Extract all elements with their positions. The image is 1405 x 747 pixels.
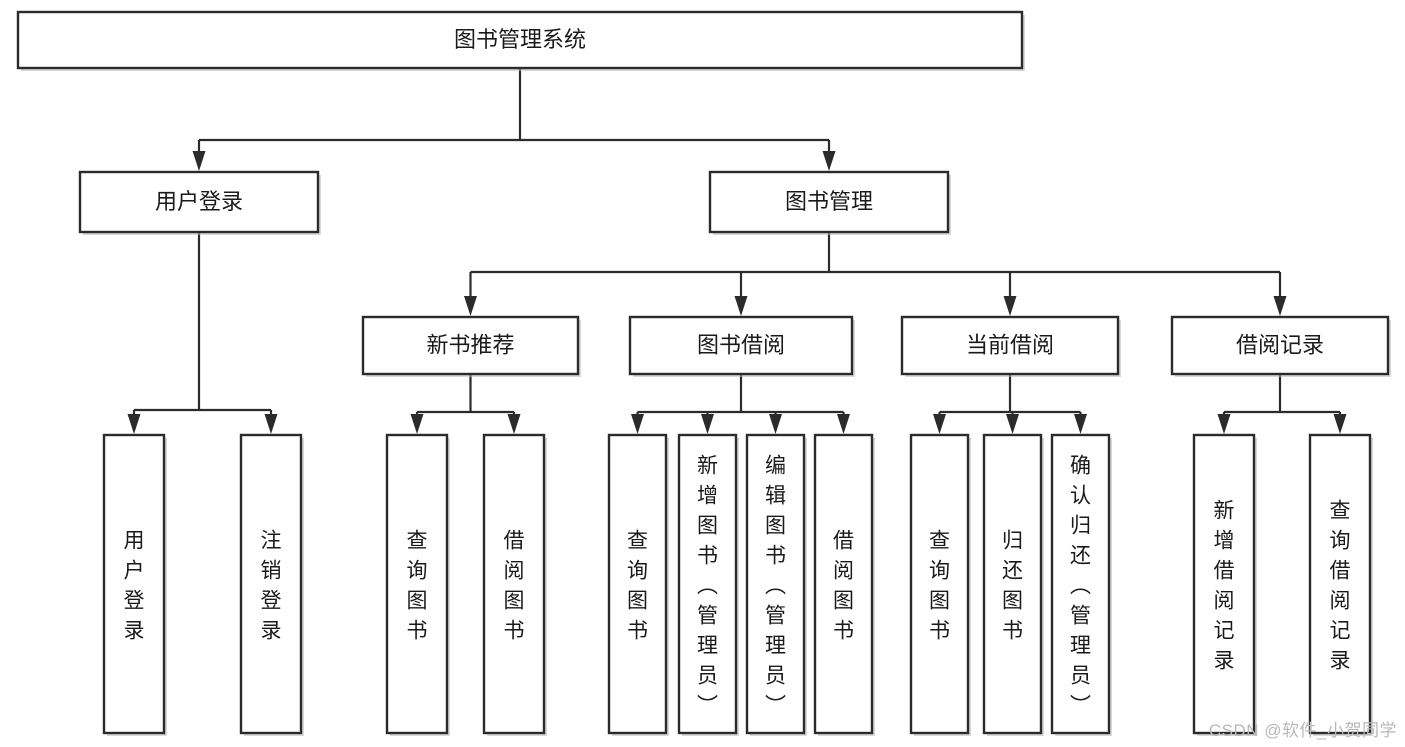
node-label: 借阅图书 xyxy=(504,529,525,642)
node-label: 查询借阅记录 xyxy=(1330,499,1351,672)
node-label: 用户登录 xyxy=(124,529,145,642)
connector-layer xyxy=(127,68,1347,434)
node-label: 查询图书 xyxy=(627,529,648,642)
node-label: 图书借阅 xyxy=(697,332,785,357)
node-leaf-borrow-book-2[interactable]: 借阅图书 xyxy=(813,433,875,736)
node-new-book-rec[interactable]: 新书推荐 xyxy=(361,315,581,377)
node-label: 当前借阅 xyxy=(966,332,1054,357)
node-rect[interactable] xyxy=(677,433,738,735)
node-rect[interactable] xyxy=(361,315,580,376)
node-label: 新增图书︵管理员︶ xyxy=(697,454,718,717)
node-leaf-user-login[interactable]: 用户登录 xyxy=(102,433,167,736)
node-leaf-query-record[interactable]: 查询借阅记录 xyxy=(1308,433,1373,736)
node-rect[interactable] xyxy=(909,433,970,735)
node-rect[interactable] xyxy=(813,433,874,735)
node-leaf-query-book-2[interactable]: 查询图书 xyxy=(607,433,669,736)
node-label: 归还图书 xyxy=(1002,529,1023,642)
node-label: 借阅记录 xyxy=(1236,332,1324,357)
node-current-borrow[interactable]: 当前借阅 xyxy=(900,315,1121,377)
node-leaf-add-record[interactable]: 新增借阅记录 xyxy=(1192,433,1257,736)
node-layer: 图书管理系统用户登录图书管理新书推荐图书借阅当前借阅借阅记录用户登录注销登录查询… xyxy=(16,10,1391,736)
node-rect[interactable] xyxy=(16,10,1024,70)
node-rect[interactable] xyxy=(708,170,950,234)
node-label: 注销登录 xyxy=(261,529,282,642)
node-rect[interactable] xyxy=(982,433,1043,735)
node-book-manage[interactable]: 图书管理 xyxy=(708,170,951,235)
node-label: 用户登录 xyxy=(155,189,243,214)
node-label: 借阅图书 xyxy=(833,529,854,642)
watermark-label: CSDN @软件_小贺同学 xyxy=(1208,721,1397,740)
node-book-borrow[interactable]: 图书借阅 xyxy=(628,315,855,377)
node-label: 新书推荐 xyxy=(426,332,514,357)
node-leaf-confirm-return[interactable]: 确认归还︵管理员︶ xyxy=(1050,433,1112,736)
node-leaf-add-book[interactable]: 新增图书︵管理员︶ xyxy=(677,433,739,736)
node-rect[interactable] xyxy=(482,433,546,735)
node-rect[interactable] xyxy=(607,433,668,735)
node-rect[interactable] xyxy=(102,433,166,735)
node-rect[interactable] xyxy=(78,170,320,234)
node-rect[interactable] xyxy=(1170,315,1390,376)
node-rect[interactable] xyxy=(900,315,1120,376)
node-label: 查询图书 xyxy=(407,529,428,642)
node-rect[interactable] xyxy=(1308,433,1372,735)
node-root[interactable]: 图书管理系统 xyxy=(16,10,1025,71)
node-leaf-logout[interactable]: 注销登录 xyxy=(239,433,304,736)
node-user-login[interactable]: 用户登录 xyxy=(78,170,321,235)
node-label: 查询图书 xyxy=(929,529,950,642)
node-rect[interactable] xyxy=(628,315,854,376)
node-rect[interactable] xyxy=(239,433,303,735)
node-leaf-borrow-book-1[interactable]: 借阅图书 xyxy=(482,433,547,736)
node-label: 图书管理系统 xyxy=(454,27,586,52)
node-leaf-return-book[interactable]: 归还图书 xyxy=(982,433,1044,736)
node-rect[interactable] xyxy=(745,433,806,735)
node-rect[interactable] xyxy=(1050,433,1111,735)
node-leaf-edit-book[interactable]: 编辑图书︵管理员︶ xyxy=(745,433,807,736)
node-rect[interactable] xyxy=(1192,433,1256,735)
node-leaf-query-book-1[interactable]: 查询图书 xyxy=(385,433,450,736)
node-label: 图书管理 xyxy=(785,189,873,214)
node-label: 编辑图书︵管理员︶ xyxy=(765,454,786,717)
node-label: 确认归还︵管理员︶ xyxy=(1070,454,1091,717)
node-label: 新增借阅记录 xyxy=(1214,499,1235,672)
node-borrow-record[interactable]: 借阅记录 xyxy=(1170,315,1391,377)
node-leaf-query-book-3[interactable]: 查询图书 xyxy=(909,433,971,736)
node-rect[interactable] xyxy=(385,433,449,735)
